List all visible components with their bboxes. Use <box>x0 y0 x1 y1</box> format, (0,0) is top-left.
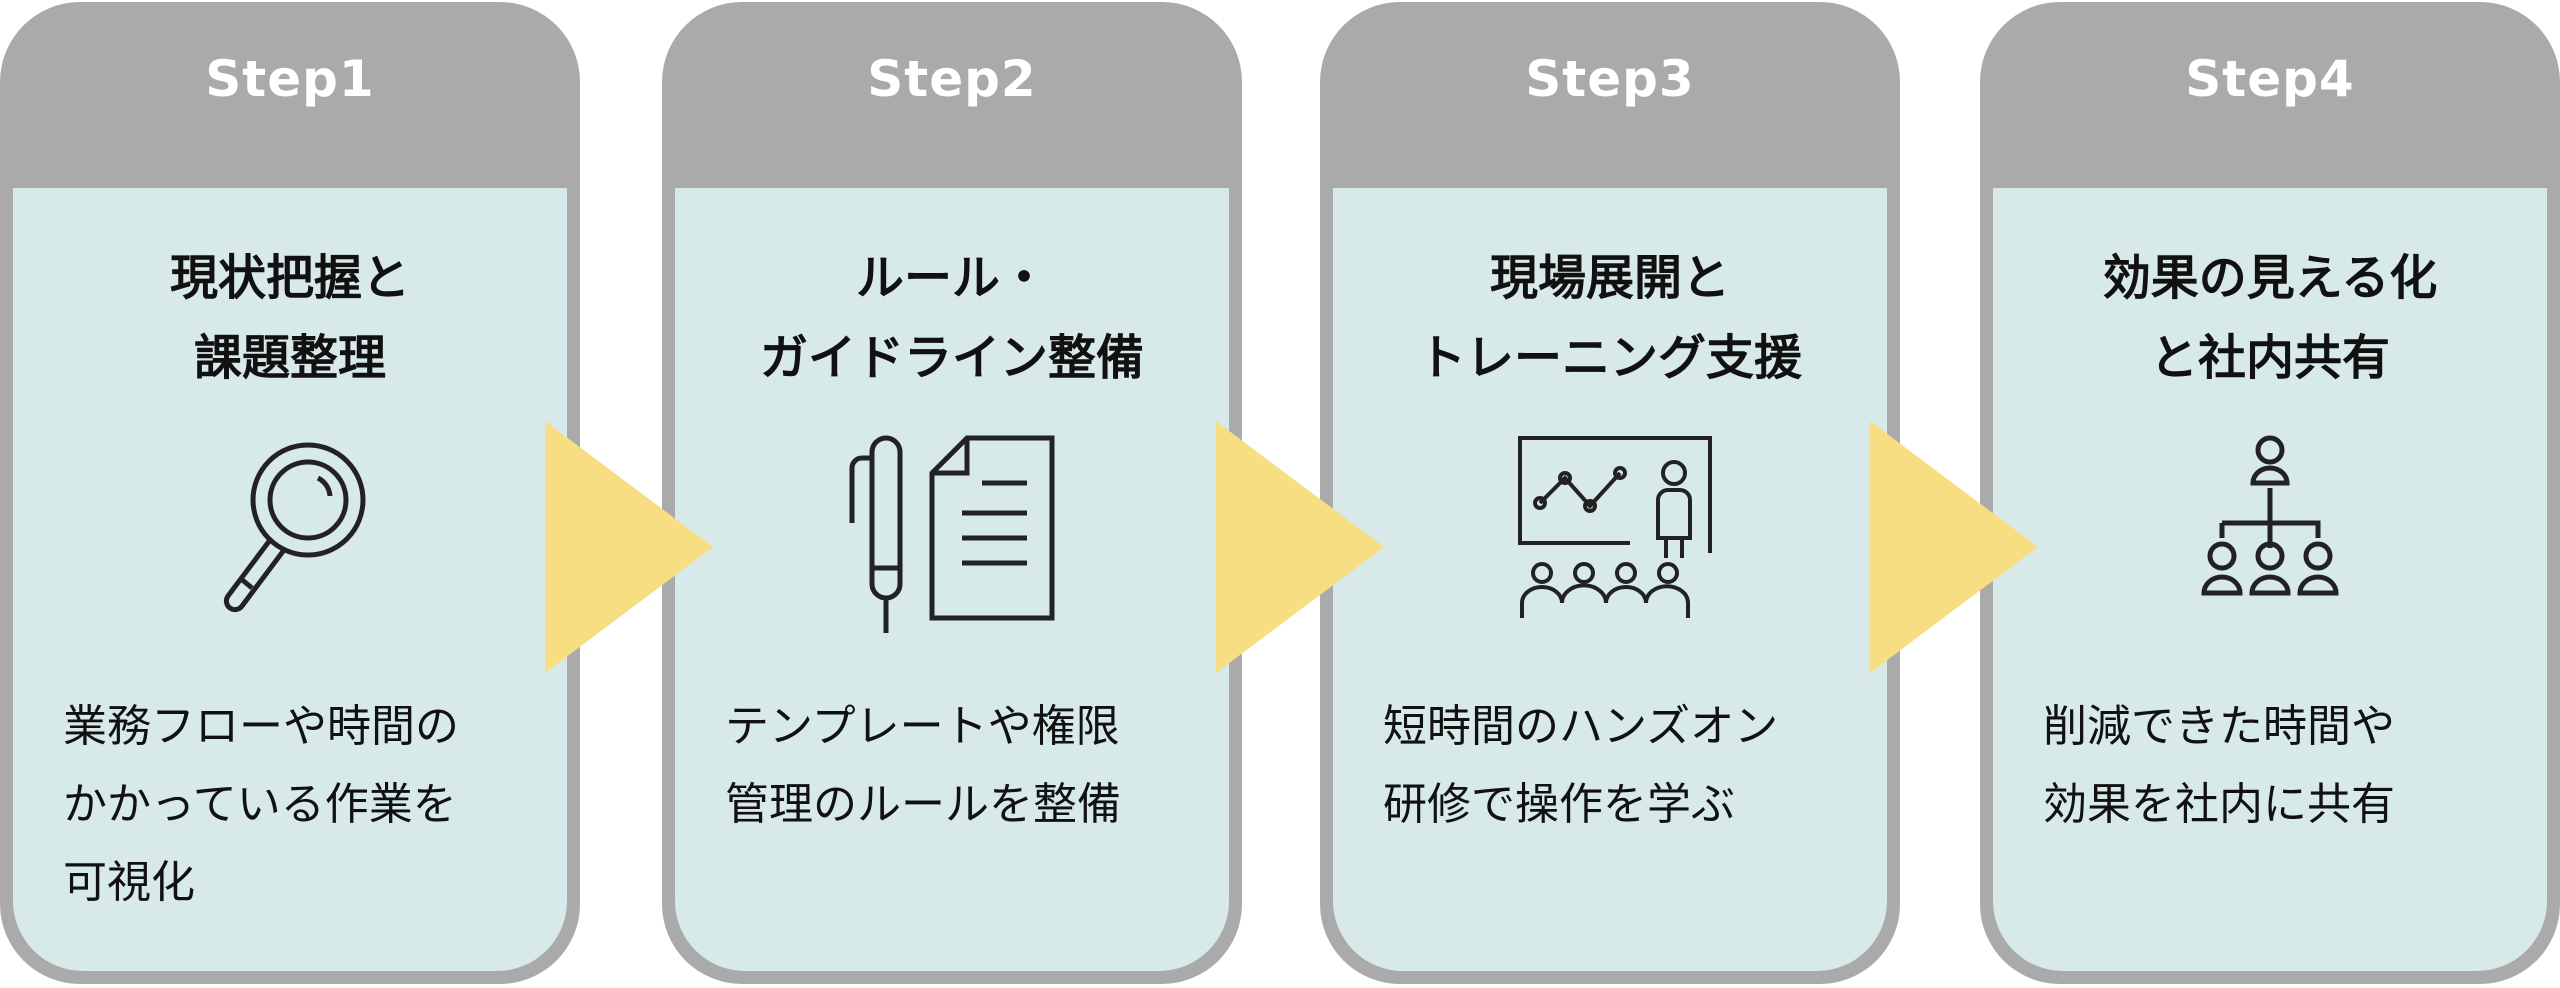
arrow-right-icon <box>1870 421 2038 673</box>
step-label: Step4 <box>2185 50 2355 108</box>
step-title: ルール・ガイドライン整備 <box>759 250 1144 386</box>
step-label: Step2 <box>867 50 1037 108</box>
pen-document-icon <box>849 435 1055 633</box>
step-card-2: Step2 ルール・ガイドライン整備 テンプレートや権限管理のルールを整備 <box>662 2 1242 984</box>
presentation-training-icon <box>1518 436 1712 618</box>
step-label: Step3 <box>1525 50 1695 108</box>
arrow-right-icon <box>1216 421 1384 673</box>
step-label: Step1 <box>205 50 375 108</box>
step-card-1: Step1 現状把握と課題整理 業務フローや時間のかかっている作業を可視化 <box>0 2 580 984</box>
step-card-4: Step4 効果の見える化と社内共有 削減できた時間や効果を社内に共有 <box>1980 2 2560 984</box>
step-description: 業務フローや時間のかかっている作業を可視化 <box>63 701 459 908</box>
step-description: テンプレートや権限管理のルールを整備 <box>725 701 1121 830</box>
step-title: 現状把握と課題整理 <box>169 250 410 386</box>
org-chart-icon <box>2201 435 2339 596</box>
arrow-right-icon <box>545 421 713 673</box>
step-description: 短時間のハンズオン研修で操作を学ぶ <box>1383 701 1779 830</box>
step-title: 効果の見える化と社内共有 <box>2102 250 2438 386</box>
step-title: 現場展開とトレーニング支援 <box>1417 250 1802 386</box>
step-card-3: Step3 現場展開とトレーニング支援 短時間のハンズオン研修で操作を学ぶ <box>1320 2 1900 984</box>
step-description: 削減できた時間や効果を社内に共有 <box>2043 701 2395 830</box>
magnifier-icon <box>223 442 366 613</box>
